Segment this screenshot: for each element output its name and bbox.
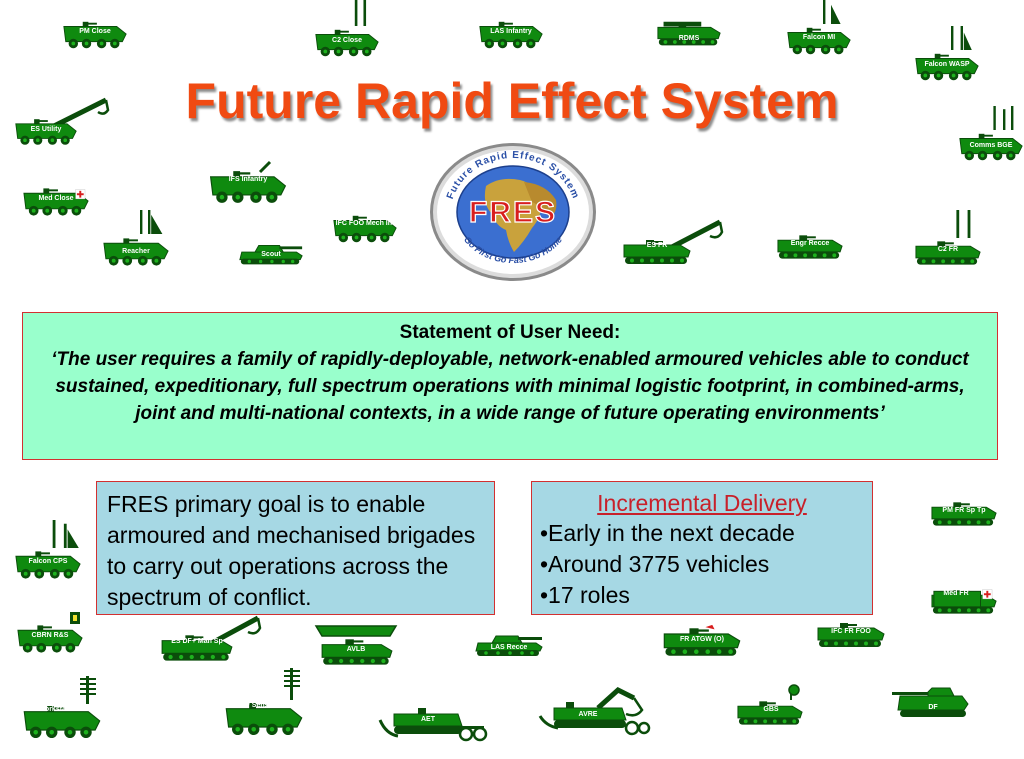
gun-icon <box>258 160 272 174</box>
statement-heading: Statement of User Need: <box>399 322 621 343</box>
vehicle-label: IFS Infantry <box>228 176 268 183</box>
delivery-bullet: •Early in the next decade <box>540 520 795 546</box>
vehicle-pm-close: PM Close <box>62 18 128 52</box>
vehicle-label: RDMS <box>678 35 700 42</box>
vehicle-ew-sensors: EW Sensors <box>224 668 308 740</box>
vehicle-label: CBRN R&S <box>31 632 69 639</box>
vehicle-ifc-foo-mech-inf: IFC FOO Mech Inf <box>332 210 398 248</box>
vehicle-label: AET <box>421 716 435 723</box>
vehicle-label: PM FR Sp Tp <box>942 507 986 514</box>
ambulance-tracked-vehicle-icon <box>930 589 998 622</box>
vehicle-label: AVLB <box>346 646 366 653</box>
delivery-bullet: •17 roles <box>540 582 630 608</box>
vehicle-las-recce: LAS Recce <box>474 628 544 660</box>
vehicle-gbs: GBS <box>736 684 806 728</box>
vehicle-avlb: AVLB <box>314 624 398 668</box>
vehicle-ifs-infantry: IFS Infantry <box>208 160 288 204</box>
dish-icon <box>788 684 800 700</box>
statement-of-user-need-box: Statement of User Need: ‘The user requir… <box>22 312 998 460</box>
bridge-icon <box>314 625 398 637</box>
tracked-crane-vehicle-icon <box>160 632 234 664</box>
vehicle-label: Scout <box>261 251 281 258</box>
vehicle-c2-close: C2 Close <box>314 0 380 60</box>
vehicle-falcon-wasp: Falcon WASP <box>914 26 980 84</box>
vehicle-label: Falcon MI <box>802 34 836 41</box>
sensor-icon <box>70 612 80 624</box>
incremental-delivery-box: Incremental Delivery •Early in the next … <box>531 481 873 615</box>
vehicle-label: Falcon WASP <box>924 61 970 68</box>
delivery-heading: Incremental Delivery <box>597 490 807 516</box>
primary-goal-text: FRES primary goal is to enable armoured … <box>107 491 476 610</box>
wheeled-vehicle-icon <box>332 210 398 248</box>
vehicle-label: ES DF+ Man Sp <box>171 638 223 645</box>
vehicle-label: EW Workstation <box>25 706 79 713</box>
crane-icon <box>52 97 110 129</box>
vehicle-las-infantry: LAS Infantry <box>478 18 544 52</box>
vehicle-label: Reacher <box>122 248 150 255</box>
vehicle-label: Falcon CPS <box>28 558 68 565</box>
statement-text: ‘The user requires a family of rapidly-d… <box>51 349 969 424</box>
vehicle-label: LAS Recce <box>490 644 528 651</box>
vehicle-avre: AVRE <box>538 686 651 738</box>
vehicle-label: Comms BGE <box>969 142 1013 149</box>
vehicle-scout: Scout <box>238 236 304 270</box>
vehicle-label: C2 FR <box>937 246 959 253</box>
vehicle-label: GBS <box>763 706 779 713</box>
vehicle-label: AVRE <box>578 711 598 718</box>
logo-center-text: FRES <box>469 196 557 229</box>
vehicle-label: IFC FR FOO <box>831 628 871 635</box>
antenna-icon <box>993 106 1014 130</box>
vehicle-label: ES Utility <box>30 126 62 133</box>
vehicle-label: Engr Recce <box>790 240 830 247</box>
antenna-icon <box>956 210 971 238</box>
vehicle-label: FR ATGW (O) <box>680 636 724 643</box>
vehicle-reacher: Reacher <box>102 210 170 272</box>
page-title: Future Rapid Effect System <box>185 73 839 129</box>
vehicle-med-fr: Med FR <box>930 582 998 622</box>
vehicle-aet: AET <box>378 706 488 744</box>
vehicle-label: DF <box>928 704 938 711</box>
vehicle-ew-workstation: EW Workstation <box>22 676 104 742</box>
vehicle-label: IFC FOO Mech Inf <box>335 220 395 227</box>
vehicle-cbrn-rs: CBRN R&S <box>16 612 84 656</box>
crane-icon <box>208 615 262 647</box>
vehicle-es-df-man-sp: ES DF+ Man Sp <box>160 614 270 664</box>
vehicle-label: C2 Close <box>332 37 362 44</box>
antenna-icon <box>140 210 163 234</box>
antenna-icon <box>52 520 79 548</box>
fres-logo: Future Rapid Effect System Go First Go F… <box>428 142 598 282</box>
tracked-vehicle-icon <box>662 624 742 660</box>
vehicle-es-fr: ES FR <box>622 218 728 266</box>
tracked-tank-gun-icon <box>892 687 969 717</box>
vehicle-label: PM Close <box>79 28 111 35</box>
vehicle-pm-fr-sp-tp: PM FR Sp Tp <box>930 498 998 530</box>
vehicle-ifc-fr-foo: IFC FR FOO <box>816 620 886 650</box>
vehicle-label: EW Sensors <box>238 702 280 709</box>
antenna-icon <box>823 0 841 25</box>
vehicle-rdms: RDMS <box>656 18 722 50</box>
vehicle-falcon-mi: Falcon MI <box>786 0 852 58</box>
antenna-icon <box>951 26 972 50</box>
vehicle-comms-bge: Comms BGE <box>958 106 1024 164</box>
vehicle-label: Med FR <box>943 590 969 597</box>
vehicle-df: DF <box>892 684 972 722</box>
antenna-icon <box>354 0 367 26</box>
vehicle-engr-recce: Engr Recce <box>776 232 844 262</box>
vehicle-c2-fr: C2 FR <box>914 210 982 268</box>
tracked-engineer-vehicle-icon <box>378 708 488 742</box>
mast-icon <box>80 676 96 704</box>
vehicle-label: LAS Infantry <box>490 28 532 35</box>
vehicle-label: Med Close <box>38 195 74 202</box>
vehicle-fr-atgw-o: FR ATGW (O) <box>662 624 742 660</box>
vehicle-label: ES FR <box>646 242 668 249</box>
vehicle-falcon-cps: Falcon CPS <box>14 520 82 582</box>
delivery-bullet: •Around 3775 vehicles <box>540 551 770 577</box>
vehicle-es-utility: ES Utility <box>14 96 114 150</box>
mast-icon <box>284 668 300 700</box>
primary-goal-box: FRES primary goal is to enable armoured … <box>96 481 495 615</box>
tracked-vehicle-icon <box>656 21 722 50</box>
tracked-engineer-vehicle-icon <box>538 687 651 736</box>
vehicle-med-close: Med Close <box>22 184 90 222</box>
